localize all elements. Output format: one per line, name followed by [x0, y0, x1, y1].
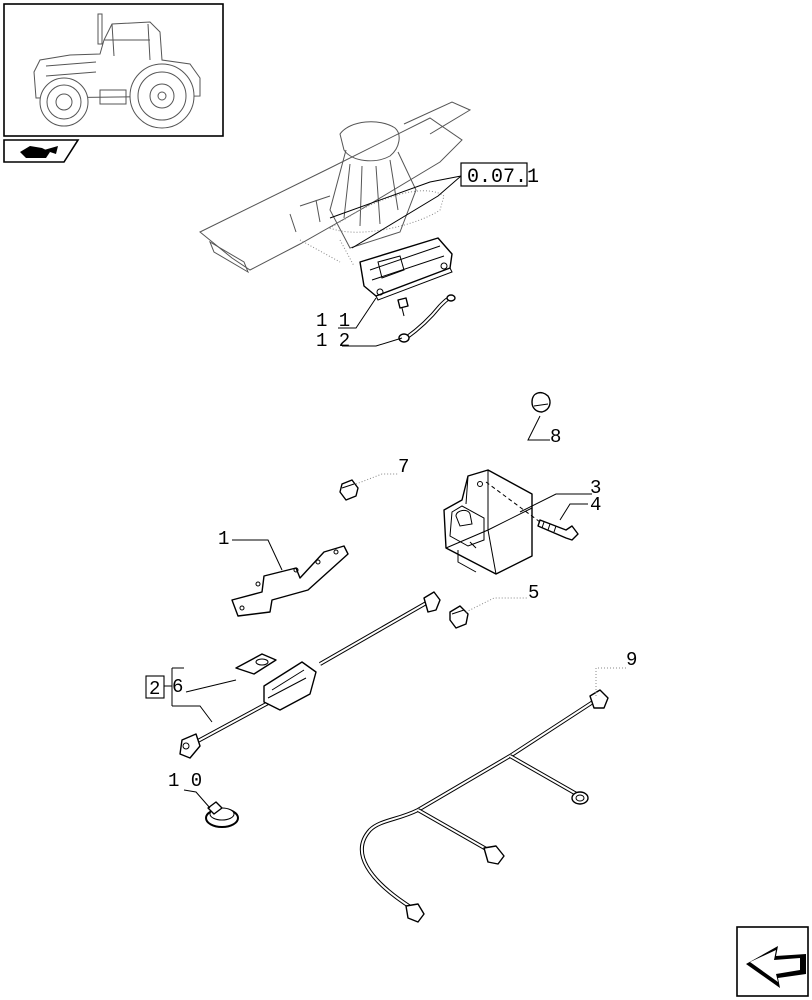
svg-text:5: 5: [528, 582, 539, 604]
svg-text:1 1: 1 1: [316, 310, 350, 332]
svg-text:7: 7: [398, 456, 409, 478]
reference-box[interactable]: 0.07.1: [329, 162, 539, 249]
tractor-thumbnail-icon[interactable]: [3, 3, 224, 137]
svg-text:1 0: 1 0: [168, 770, 202, 792]
main-housing-assembly: [199, 101, 472, 274]
svg-text:8: 8: [550, 426, 561, 448]
next-page-arrow-icon[interactable]: [736, 926, 809, 997]
callout-7: 7: [355, 456, 409, 485]
ground-strap-cable: [398, 294, 456, 343]
relay-block: [443, 469, 533, 575]
mounting-bolt-small: [397, 297, 409, 317]
svg-text:6: 6: [172, 676, 183, 698]
mounting-bracket: [231, 545, 349, 617]
callout-5: 5: [465, 582, 539, 613]
callout-2-6: 2 6: [145, 667, 237, 723]
callout-12: 1 2: [316, 330, 403, 352]
dome-cap: [531, 391, 551, 413]
callout-9: 9: [595, 649, 637, 696]
callout-10: 1 0: [168, 770, 211, 809]
hose-clamp: [205, 801, 239, 828]
fused-wire-harness: [179, 591, 441, 759]
nut-part-5: [449, 605, 469, 629]
reference-code: 0.07.1: [467, 166, 539, 189]
svg-text:1 2: 1 2: [316, 330, 350, 352]
lower-wire-harness: [359, 689, 609, 923]
section-tab-icon[interactable]: [3, 139, 80, 163]
callout-11: 1 1: [316, 297, 377, 332]
svg-text:2: 2: [149, 678, 160, 700]
bolt-part-4: [537, 519, 579, 541]
callout-3: 3: [485, 477, 601, 523]
svg-text:9: 9: [626, 649, 637, 671]
nut-part-7: [339, 479, 359, 501]
svg-text:1: 1: [218, 528, 229, 550]
svg-text:3: 3: [590, 477, 601, 499]
svg-text:4: 4: [590, 494, 601, 516]
callout-1: 1: [218, 528, 283, 571]
callout-4: 4: [559, 494, 601, 521]
ecu-module: [359, 237, 453, 301]
callout-8: 8: [527, 415, 561, 448]
